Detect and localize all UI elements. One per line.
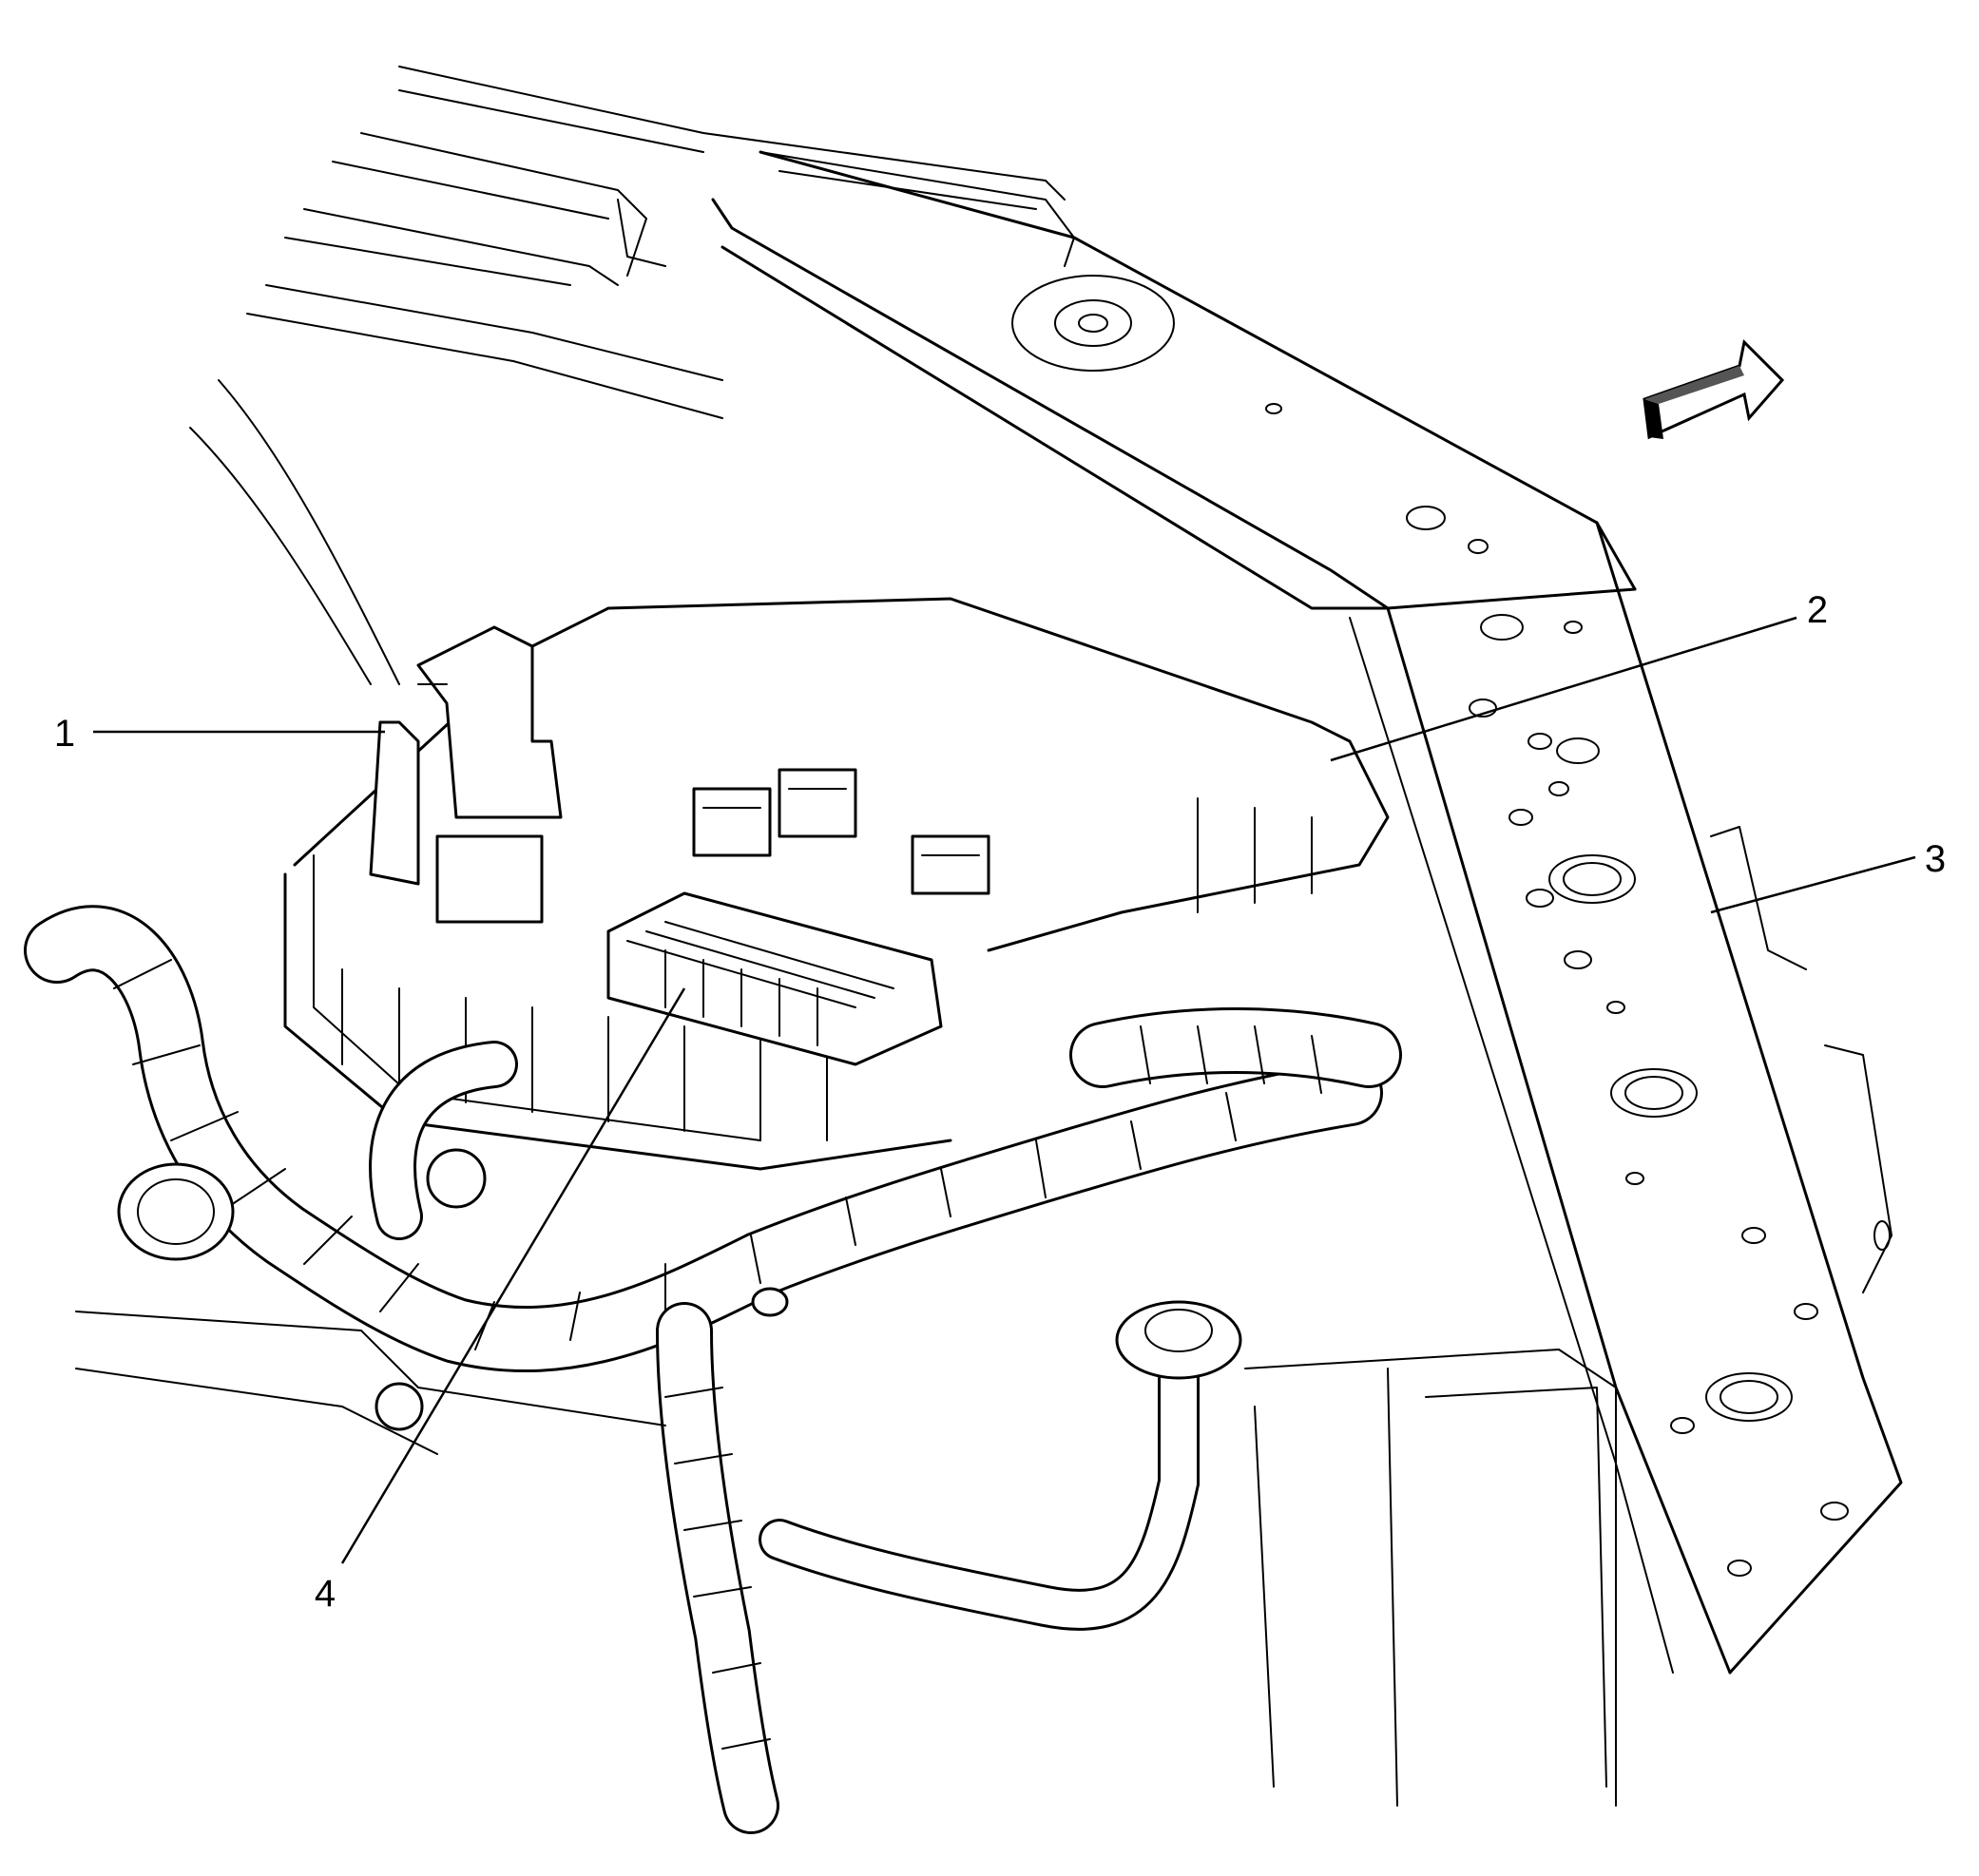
callout-4-label: 4 [315,1573,336,1615]
callout-1-label: 1 [54,713,75,755]
callout-2-label: 2 [1807,589,1828,631]
fuse-block-housing [283,597,1390,1171]
connectors [117,1148,1242,1431]
lower-panels [75,1311,1617,1807]
callout-labels: 1 2 3 4 [54,589,1946,1615]
callout-leaders [93,616,1916,1564]
callout-3-leader [1710,855,1916,914]
fender-arc [189,379,400,685]
callout-4-leader [340,987,686,1564]
callout-2-leader [1330,616,1797,762]
front-direction-arrow-icon [1643,338,1785,440]
cowl-panel [246,66,1075,419]
callout-3-label: 3 [1925,838,1946,880]
wiring-harness [24,905,1402,1834]
